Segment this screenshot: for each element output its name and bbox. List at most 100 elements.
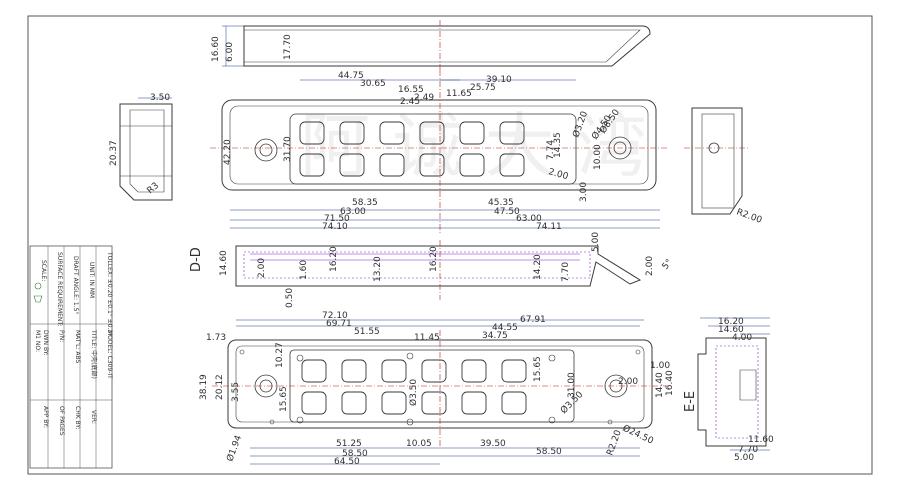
dim-bot-47-50: 47.50 <box>494 207 520 217</box>
dim-bot-74-10: 74.10 <box>322 222 348 232</box>
key-button-outline <box>421 359 447 383</box>
dim-b-72-10: 72.10 <box>322 311 348 321</box>
dim-b-15-65r: 15.65 <box>533 356 543 382</box>
tb-drawn: DWN BY: <box>42 330 49 356</box>
dim-b-r3-50a: Ø3.50 <box>408 379 419 406</box>
dim-b-1-73: 1.73 <box>206 333 226 343</box>
dim-b-1-00: 1.00 <box>650 361 670 371</box>
dim-b-11-45: 11.45 <box>414 333 440 343</box>
key-button-outline <box>501 391 527 415</box>
dim-dd-2-00: 2.00 <box>257 258 267 278</box>
watermark: 阿 诚 大 湾 <box>300 105 647 187</box>
dim-b-67-91: 67.91 <box>520 315 546 325</box>
dim-b-34-75: 34.75 <box>482 331 508 341</box>
key-button-outline <box>381 391 407 415</box>
dim-dd-1-60: 1.60 <box>299 260 309 280</box>
dim-dd-14-60: 14.60 <box>219 250 229 276</box>
dim-ee-16-20: 16.20 <box>718 317 744 327</box>
key-button-outline <box>339 121 365 145</box>
dim-b-31-00: 31.00 <box>567 372 577 398</box>
dim-dd-2-00b: 2.00 <box>645 256 655 276</box>
key-button-outline <box>381 359 407 383</box>
key-button-outline <box>299 121 325 145</box>
dim-b-39-50: 39.50 <box>480 439 506 449</box>
dim-dd-5-00: 5.00 <box>591 232 601 252</box>
dim-dd-16-20a: 16.20 <box>329 246 339 272</box>
dim-end-20-37: 20.37 <box>109 140 119 166</box>
dim-b-15-65: 15.65 <box>279 386 289 412</box>
tb-title: TITLE: 中壳(底部) <box>90 329 98 379</box>
dim-top-25-75: 25.75 <box>470 83 496 93</box>
dim-end-r2: R2.00 <box>735 207 763 225</box>
dim-side-17-70: 17.70 <box>283 34 293 60</box>
sheet-border <box>27 15 873 475</box>
tb-model: MODEL: C309-IT <box>106 330 113 379</box>
tb-of: OF PAGES <box>58 406 65 436</box>
dim-b-64-50: 64.50 <box>334 457 360 467</box>
key-button-outline <box>501 359 527 383</box>
tb-scale: SCALE: <box>40 260 47 281</box>
dim-dd-14-20: 14.20 <box>533 254 543 280</box>
section-e-e-label: E-E <box>683 391 698 412</box>
dim-ee-4-00: 4.00 <box>732 333 752 343</box>
boss-circles <box>239 349 641 426</box>
dim-b-58-50b: 58.50 <box>536 447 562 457</box>
left-end-view: 3.50 20.37 R3 <box>109 93 173 201</box>
dim-bot-71-50: 71.50 <box>324 214 350 224</box>
tb-matl: MAT'L: ABS <box>74 330 81 364</box>
dim-r-14-35: 14.35 <box>553 132 563 158</box>
dim-bot-58-35: 58.35 <box>352 198 378 208</box>
dim-dd-7-70: 7.70 <box>561 262 571 282</box>
dim-bot-45-35: 45.35 <box>488 198 514 208</box>
section-e-e: E-E 16.20 14.60 4.00 11.60 7.70 5.00 <box>683 317 774 463</box>
dim-top-11-65: 11.65 <box>446 89 472 99</box>
dim-top-16-55: 16.55 <box>398 85 424 95</box>
right-end-view: R2.00 <box>684 107 763 226</box>
section-d-d-label: D-D <box>189 247 204 272</box>
tb-m1: M1 NO: <box>34 330 41 352</box>
dim-b-20-12: 20.12 <box>215 374 225 400</box>
bottom-view: 72.10 67.91 69.71 51.55 44.55 11.45 34.7… <box>199 311 675 467</box>
dim-top-2-49: 2.49 <box>414 93 434 103</box>
dim-b-r1-94: Ø1.94 <box>224 434 244 464</box>
key-grid-top <box>299 121 525 177</box>
dim-b-44-55: 44.55 <box>492 323 518 333</box>
key-button-outline <box>459 153 485 177</box>
tb-chk: CHK BY: <box>74 406 81 429</box>
dim-bot-74-11: 74.11 <box>536 222 562 232</box>
key-button-outline <box>379 121 405 145</box>
key-button-outline <box>419 153 445 177</box>
dim-bot-63-00a: 63.00 <box>340 207 366 217</box>
key-button-outline <box>419 121 445 145</box>
dim-left-31-70: 31.70 <box>283 136 293 162</box>
key-button-outline <box>301 359 327 383</box>
key-button-outline <box>339 153 365 177</box>
tb-unit: UNIT: IN MM <box>88 262 95 298</box>
key-button-outline <box>379 153 405 177</box>
tb-app: APP BY: <box>42 406 49 428</box>
section-d-d: D-D 14.60 2.00 1.60 16.20 13.20 16.20 14… <box>189 232 675 308</box>
dim-r-10-00: 10.00 <box>593 144 603 170</box>
tb-draft: DRAFT ANGLE: 1.5° <box>72 256 79 314</box>
dim-ee-5-00: 5.00 <box>734 453 754 463</box>
dim-r-7-74: 7.74 <box>546 140 556 160</box>
projection-symbol-icon <box>33 282 43 303</box>
dim-top-2-45: 2.45 <box>400 97 420 107</box>
dim-top-44-75: 44.75 <box>338 71 364 81</box>
dim-b-69-71: 69.71 <box>326 319 352 329</box>
dim-left-42-20: 42.20 <box>223 139 233 165</box>
dim-b-r2-20: R2.20 <box>605 429 623 457</box>
key-button-outline <box>499 121 525 145</box>
dim-b-10-27: 10.27 <box>275 342 285 368</box>
dim-end-r3: R3 <box>146 181 162 196</box>
dim-b-14-40: 14.40 <box>655 372 665 398</box>
dim-dd-13-20: 13.20 <box>373 256 383 282</box>
key-button-outline <box>461 359 487 383</box>
dim-b-51-55: 51.55 <box>354 327 380 337</box>
dim-dd-16-20b: 16.20 <box>429 246 439 272</box>
dim-dd-5deg: 5° <box>661 258 675 272</box>
dim-b-3-55: 3.55 <box>231 382 241 402</box>
key-button-outline <box>421 391 447 415</box>
dim-b-38-19: 38.19 <box>199 374 209 400</box>
